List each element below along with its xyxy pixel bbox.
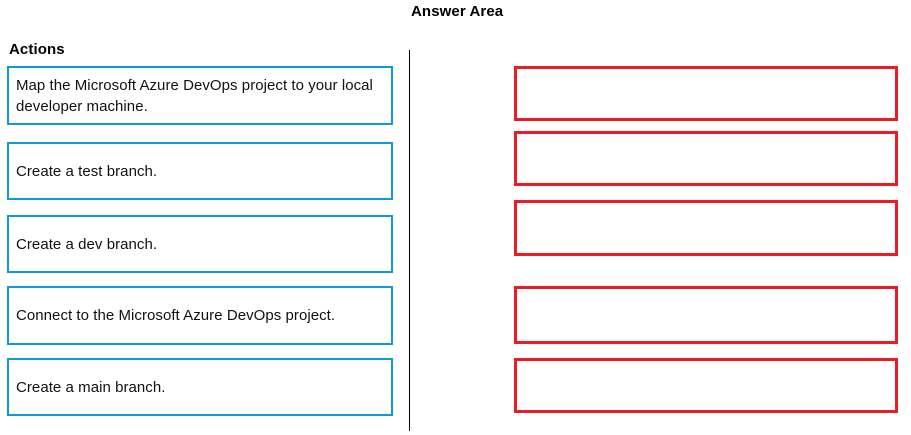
action-item-label: Create a test branch. (16, 162, 158, 180)
action-item-0[interactable]: Map the Microsoft Azure DevOps project t… (7, 66, 393, 125)
answer-area-title: Answer Area (411, 3, 504, 20)
action-item-label: Create a dev branch. (16, 235, 158, 253)
column-divider (409, 50, 410, 431)
action-item-2[interactable]: Create a dev branch. (7, 215, 393, 273)
answer-slot-1[interactable] (514, 131, 898, 186)
actions-title: Actions (9, 41, 65, 58)
answer-slot-0[interactable] (514, 66, 898, 121)
action-item-1[interactable]: Create a test branch. (7, 142, 393, 200)
answer-slot-4[interactable] (514, 358, 898, 413)
action-item-label: Create a main branch. (16, 378, 166, 396)
answer-slot-2[interactable] (514, 200, 898, 256)
action-item-label: Connect to the Microsoft Azure DevOps pr… (16, 307, 336, 324)
action-item-label: Map the Microsoft Azure DevOps project t… (16, 76, 373, 115)
action-item-3[interactable]: Connect to the Microsoft Azure DevOps pr… (7, 286, 393, 345)
answer-slot-3[interactable] (514, 286, 898, 344)
action-item-4[interactable]: Create a main branch. (7, 358, 393, 416)
